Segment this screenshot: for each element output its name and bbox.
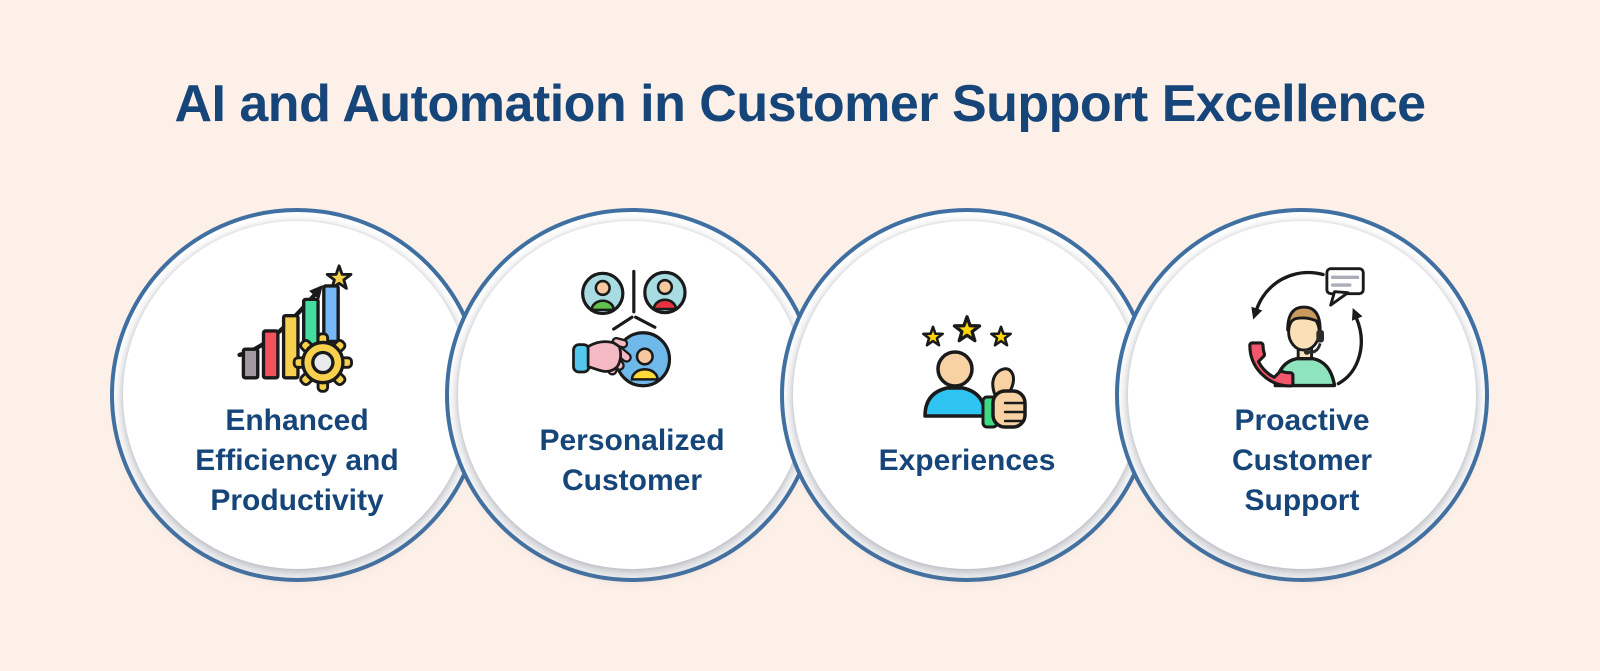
customer-person [923, 350, 987, 418]
thumbs-up-icon [981, 367, 1027, 429]
card-icon-wrap [449, 260, 815, 400]
branch-lines [612, 269, 657, 331]
cycle-arrows [1251, 270, 1363, 386]
held-customer-circle [614, 331, 672, 388]
card-label: Enhanced Efficiency and Productivity [195, 404, 399, 517]
card-personalized-customer: Personalized Customer [445, 208, 819, 582]
personalized-customer-icon [572, 269, 687, 388]
card-icon-wrap [1119, 260, 1485, 400]
card-inner-circle [1128, 221, 1476, 569]
card-inner-circle [458, 221, 806, 569]
card-experiences: Experiences [780, 208, 1154, 582]
proactive-customer-support-icon [1248, 267, 1365, 388]
chat-bubble-icon [1325, 267, 1365, 307]
customer-rating-thumbs-up-icon [922, 315, 1027, 429]
card-proactive-support: Proactive Customer Support [1115, 208, 1489, 582]
growth-chart-gear-icon [237, 264, 353, 393]
card-inner-circle [123, 221, 471, 569]
card-icon-wrap [114, 260, 480, 400]
headset-icon [1303, 330, 1325, 355]
rating-stars [922, 315, 1012, 347]
hand-icon [572, 336, 632, 376]
card-enhanced-efficiency: Enhanced Efficiency and Productivity [110, 208, 484, 582]
card-label: Experiences [878, 444, 1056, 477]
card-label: Proactive Customer Support [1231, 404, 1373, 517]
page-title: AI and Automation in Customer Support Ex… [174, 75, 1426, 133]
star-icon [325, 264, 353, 290]
phone-icon [1248, 341, 1295, 388]
card-icon-wrap [784, 304, 1150, 444]
gear-icon [292, 332, 353, 393]
customer-avatar-right [643, 270, 687, 315]
customer-avatar-left [581, 271, 625, 316]
card-label: Personalized Customer [539, 424, 725, 497]
